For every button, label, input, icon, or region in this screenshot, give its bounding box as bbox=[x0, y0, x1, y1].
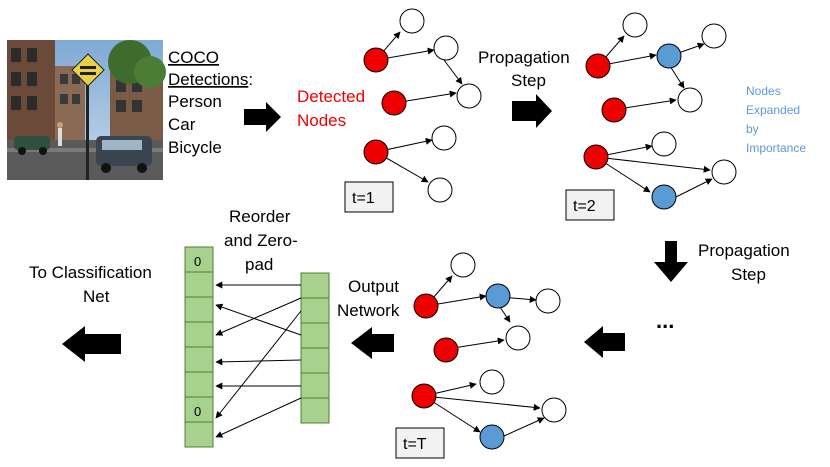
right-arrow-icon bbox=[512, 94, 552, 128]
propagation-step-label-right: Propagation Step bbox=[698, 241, 790, 284]
reordered-grid bbox=[184, 246, 214, 448]
left-arrow-icon bbox=[584, 326, 625, 358]
node-detected bbox=[411, 383, 437, 409]
node-expanded bbox=[656, 43, 682, 69]
svg-text:Expanded: Expanded bbox=[746, 103, 800, 117]
svg-text:Detections:: Detections: bbox=[168, 70, 253, 89]
nodes-expanded-label: Nodes Expanded by Importance bbox=[746, 84, 806, 155]
svg-text:Propagation: Propagation bbox=[698, 241, 790, 260]
svg-text:Output: Output bbox=[348, 277, 399, 296]
svg-text:Detected: Detected bbox=[297, 87, 365, 106]
node-detected bbox=[601, 97, 627, 123]
graph-t1 bbox=[363, 8, 482, 203]
svg-text:by: by bbox=[746, 122, 759, 136]
node-empty bbox=[456, 83, 482, 109]
node-empty bbox=[433, 35, 459, 61]
coco-detections-label: COCO Detections: Person Car Bicycle bbox=[168, 48, 253, 157]
reorder-mapping-lines bbox=[215, 281, 302, 438]
svg-text:To Classification: To Classification bbox=[29, 263, 152, 282]
left-arrow-icon bbox=[351, 327, 394, 359]
node-empty bbox=[399, 8, 425, 34]
detections-word: Detections bbox=[168, 70, 248, 89]
zero-cell: 0 bbox=[194, 254, 201, 269]
node-detected bbox=[583, 144, 609, 170]
down-arrow-icon bbox=[654, 241, 688, 282]
output-grid bbox=[300, 272, 330, 424]
street-scene-image bbox=[7, 40, 166, 180]
node-empty bbox=[450, 252, 476, 278]
timebox-t2: t=2 bbox=[565, 189, 615, 221]
svg-text:pad: pad bbox=[245, 255, 273, 274]
node-empty bbox=[651, 131, 677, 157]
node-empty bbox=[701, 23, 727, 49]
class-person: Person bbox=[168, 92, 222, 111]
node-detected bbox=[585, 53, 611, 79]
svg-text:t=2: t=2 bbox=[573, 198, 596, 215]
node-empty bbox=[505, 325, 531, 351]
right-arrow-icon bbox=[244, 102, 281, 132]
node-empty bbox=[431, 125, 457, 151]
svg-text:t=1: t=1 bbox=[352, 190, 375, 207]
svg-text:COCO: COCO bbox=[168, 48, 219, 67]
node-empty bbox=[622, 12, 648, 38]
node-expanded bbox=[651, 184, 677, 210]
graph-tT bbox=[411, 252, 567, 450]
svg-text:Importance: Importance bbox=[746, 141, 806, 155]
timebox-tT: t=T bbox=[395, 427, 445, 459]
node-empty bbox=[427, 177, 453, 203]
node-detected bbox=[363, 47, 389, 73]
svg-text:Step: Step bbox=[511, 71, 546, 90]
output-network-label: Output Network bbox=[337, 277, 400, 320]
timebox-t1: t=1 bbox=[344, 181, 394, 213]
svg-text:Nodes: Nodes bbox=[746, 84, 781, 98]
svg-text:Network: Network bbox=[337, 301, 400, 320]
classification-label: To Classification Net bbox=[29, 263, 152, 306]
svg-text:t=T: t=T bbox=[403, 436, 427, 453]
node-expanded bbox=[485, 283, 511, 309]
node-detected bbox=[433, 337, 459, 363]
svg-text:Propagation: Propagation bbox=[478, 48, 570, 67]
node-detected bbox=[413, 293, 439, 319]
zero-pad-cells: 0 0 bbox=[194, 254, 201, 419]
svg-text:Net: Net bbox=[83, 287, 110, 306]
node-empty bbox=[541, 397, 567, 423]
reorder-label: Reorder and Zero- pad bbox=[224, 207, 298, 274]
node-empty bbox=[535, 288, 561, 314]
node-empty bbox=[677, 87, 703, 113]
propagation-step-label-top: Propagation Step bbox=[478, 48, 570, 90]
node-empty bbox=[479, 369, 505, 395]
node-empty bbox=[711, 159, 737, 185]
left-arrow-icon bbox=[62, 326, 121, 362]
svg-text:Step: Step bbox=[731, 265, 766, 284]
svg-text:and Zero-: and Zero- bbox=[224, 231, 298, 250]
class-bicycle: Bicycle bbox=[168, 138, 222, 157]
node-detected bbox=[363, 139, 389, 165]
graph-t2 bbox=[583, 12, 737, 210]
class-car: Car bbox=[168, 115, 196, 134]
detections-colon: : bbox=[248, 70, 253, 89]
svg-text:Reorder: Reorder bbox=[229, 207, 291, 226]
node-expanded bbox=[479, 424, 505, 450]
zero-cell: 0 bbox=[194, 404, 201, 419]
detected-nodes-label: Detected Nodes bbox=[297, 87, 365, 130]
ellipsis: ... bbox=[656, 308, 674, 333]
svg-text:Nodes: Nodes bbox=[297, 111, 346, 130]
node-detected bbox=[381, 90, 407, 116]
